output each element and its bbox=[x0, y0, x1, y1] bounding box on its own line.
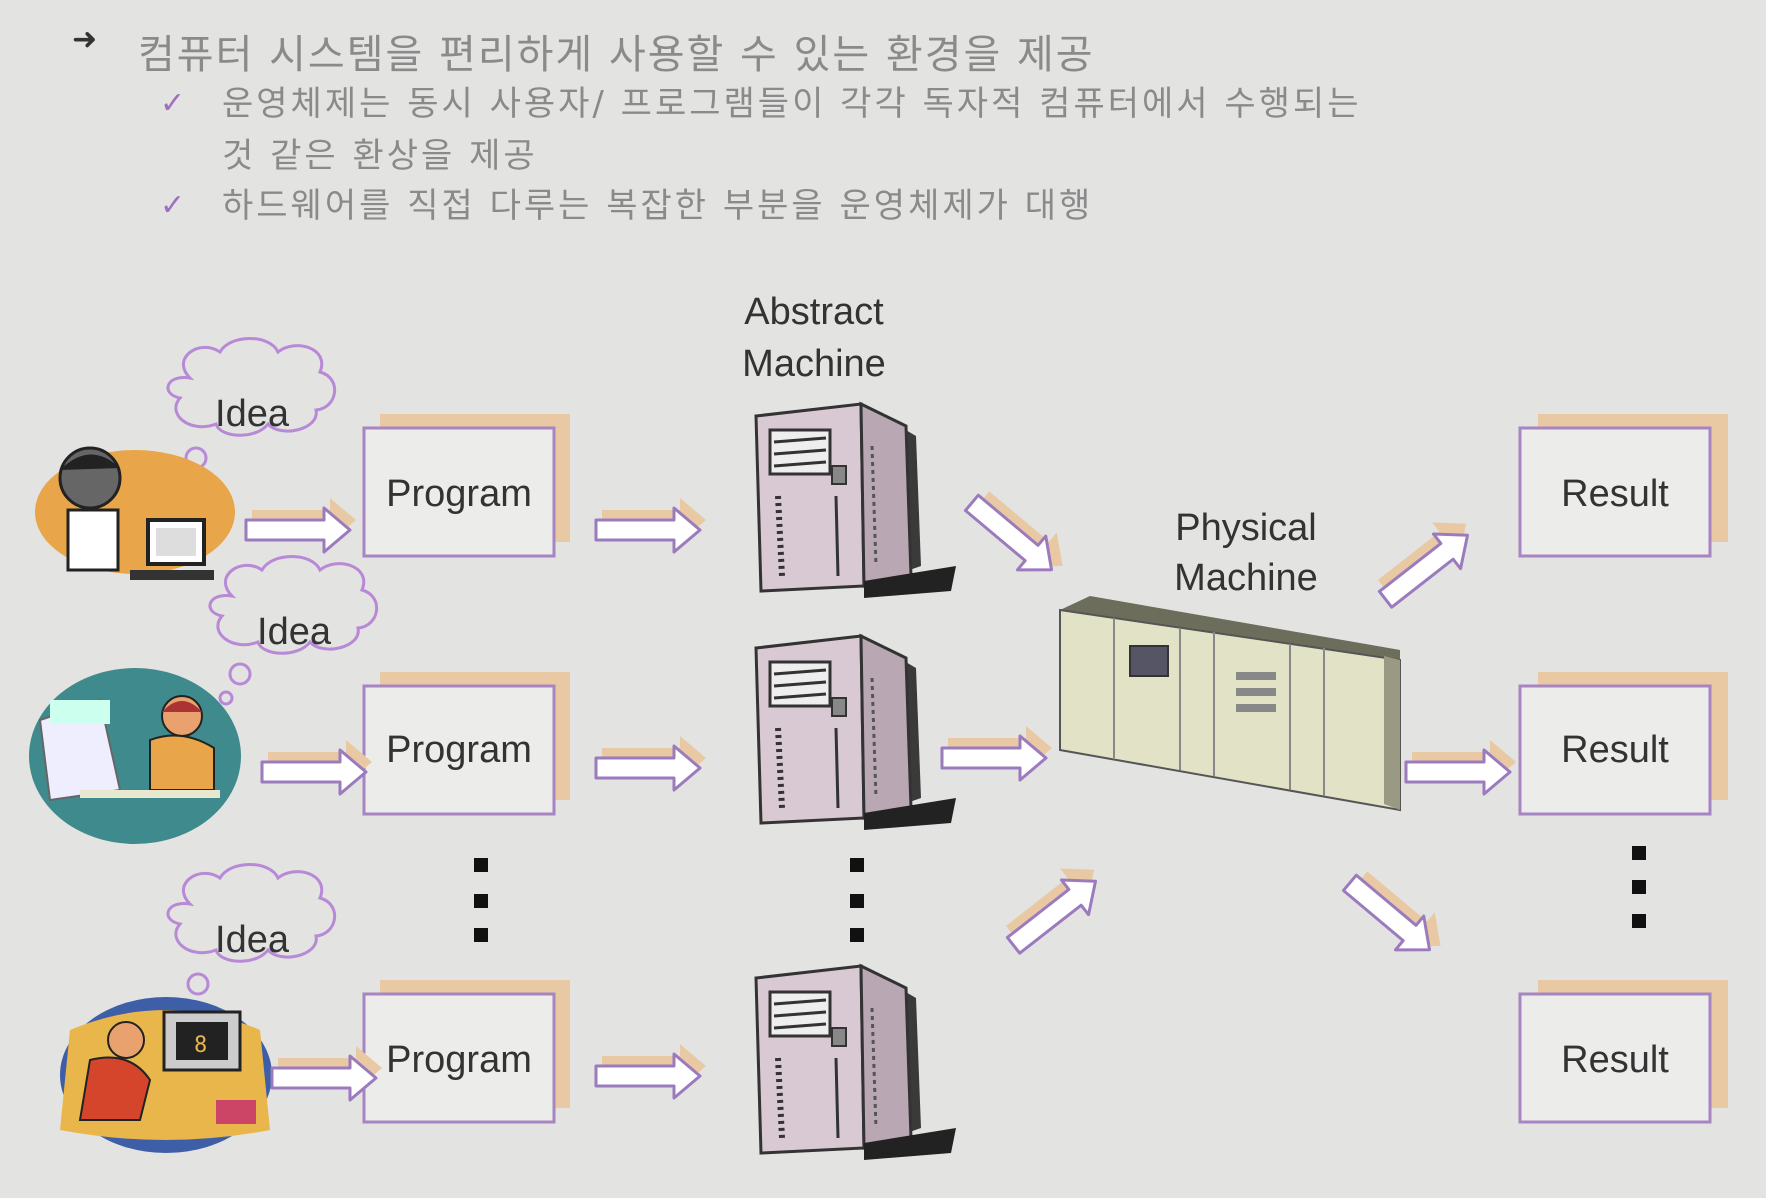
bullet-main-text: 컴퓨터 시스템을 편리하게 사용할 수 있는 환경을 제공 bbox=[138, 32, 1095, 78]
arrow-program-to-machine-2 bbox=[594, 734, 708, 792]
idea-cloud-2: Idea bbox=[208, 555, 379, 706]
arrow-person-to-program-1 bbox=[244, 496, 358, 554]
physical-machine-label-line-1: Physical bbox=[1175, 507, 1317, 549]
idea-cloud-3: Idea bbox=[166, 863, 337, 1014]
bullet-sub-1-line-2: 것 같은 환상을 제공 bbox=[222, 136, 538, 176]
arrow-physical-to-result-2 bbox=[1404, 738, 1518, 796]
bullet-sub-1-line-1: 운영체제는 동시 사용자/ 프로그램들이 각각 독자적 컴퓨터에서 수행되는 bbox=[222, 84, 1362, 124]
abstract-machine-label-line-1: Abstract bbox=[744, 291, 884, 333]
arrow-machine-to-physical-2 bbox=[940, 724, 1054, 782]
bullet-arrow-icon: ➜ bbox=[72, 22, 98, 57]
idea-label-3: Idea bbox=[215, 919, 290, 961]
program-label-2: Program bbox=[386, 729, 532, 771]
physical-machine-label-line-2: Machine bbox=[1174, 557, 1318, 599]
server-tower-icon bbox=[756, 404, 956, 598]
arrow-physical-to-result-3 bbox=[1334, 856, 1457, 972]
arrow-machine-to-physical-3 bbox=[992, 850, 1116, 965]
arrow-person-to-program-2 bbox=[260, 738, 374, 796]
person-at-computer-icon bbox=[35, 446, 235, 580]
woman-at-computer-icon bbox=[29, 668, 241, 844]
program-box-3: Program bbox=[362, 980, 570, 1124]
ellipsis-machines bbox=[850, 858, 864, 942]
program-label-3: Program bbox=[386, 1039, 532, 1081]
result-label-2: Result bbox=[1561, 729, 1669, 771]
program-label-1: Program bbox=[386, 473, 532, 515]
bullet-sub-2-text: 하드웨어를 직접 다루는 복잡한 부분을 운영체제가 대행 bbox=[222, 186, 1094, 226]
program-box-1: Program bbox=[362, 414, 570, 558]
arrow-physical-to-result-1 bbox=[1364, 504, 1488, 619]
result-box-1: Result bbox=[1518, 414, 1728, 558]
server-tower-icon bbox=[756, 636, 956, 830]
ellipsis-programs bbox=[474, 858, 488, 942]
svg-text:8: 8 bbox=[194, 1033, 207, 1058]
arrow-program-to-machine-1 bbox=[594, 496, 708, 554]
mainframe-icon bbox=[1059, 596, 1401, 812]
server-tower-icon bbox=[756, 966, 956, 1160]
program-box-2: Program bbox=[362, 672, 570, 816]
idea-label-1: Idea bbox=[215, 393, 290, 435]
abstract-machine-label-line-2: Machine bbox=[742, 343, 886, 385]
result-label-3: Result bbox=[1561, 1039, 1669, 1081]
result-box-2: Result bbox=[1518, 672, 1728, 816]
arrow-machine-to-physical-1 bbox=[956, 476, 1079, 592]
result-label-1: Result bbox=[1561, 473, 1669, 515]
ellipsis-results bbox=[1632, 846, 1646, 928]
checkmark-icon: ✓ bbox=[160, 86, 186, 121]
idea-label-2: Idea bbox=[257, 611, 332, 653]
checkmark-icon: ✓ bbox=[160, 188, 186, 223]
result-box-3: Result bbox=[1518, 980, 1728, 1124]
man-at-computer-icon: 8 bbox=[60, 997, 272, 1153]
arrow-program-to-machine-3 bbox=[594, 1042, 708, 1100]
